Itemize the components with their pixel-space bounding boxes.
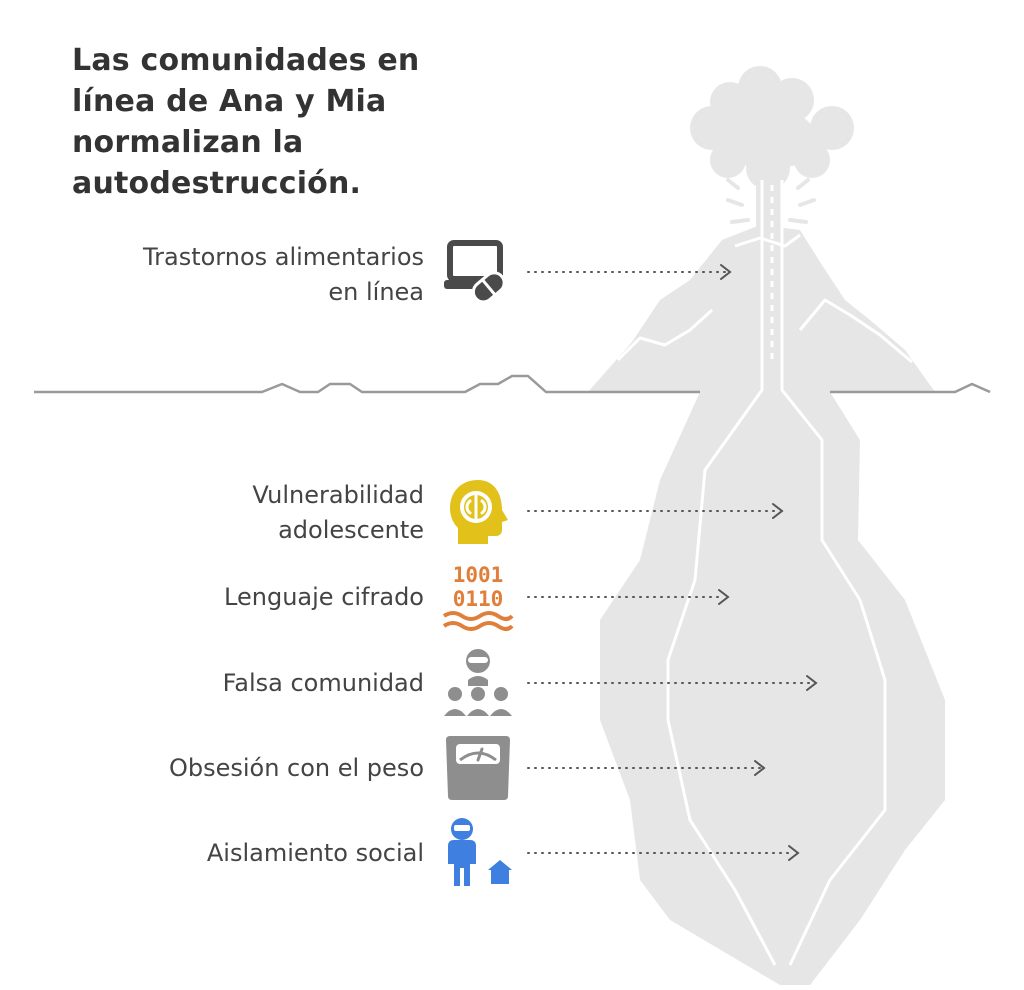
binary-code-bottom: 0110 bbox=[453, 587, 504, 611]
magma-conduit bbox=[666, 180, 887, 966]
eruption-sparks bbox=[726, 178, 816, 224]
binary-code-icon: 1001 0110 bbox=[442, 562, 514, 634]
mountain-ridges bbox=[616, 233, 913, 364]
label-trastornos: Trastornos alimentarios en línea bbox=[143, 240, 424, 310]
label-vulnerabilidad-line1: Vulnerabilidad bbox=[252, 481, 424, 509]
laptop-pill-icon bbox=[442, 238, 514, 310]
smoke-cloud-icon bbox=[690, 66, 854, 230]
arrow-falsa bbox=[527, 675, 818, 691]
arrow-aislamiento bbox=[527, 845, 800, 861]
label-vulnerabilidad-line2: adolescente bbox=[278, 516, 424, 544]
scale-icon bbox=[442, 732, 514, 804]
label-obsesion: Obsesión con el peso bbox=[168, 754, 424, 782]
head-brain-icon bbox=[442, 476, 514, 548]
binary-code-top: 1001 bbox=[453, 563, 504, 587]
label-lenguaje: Lenguaje cifrado bbox=[224, 583, 424, 611]
label-trastornos-line2: en línea bbox=[328, 278, 424, 306]
arrow-vulnerabilidad bbox=[527, 503, 784, 519]
masked-group-icon bbox=[442, 646, 514, 718]
volcano-underground bbox=[600, 392, 945, 985]
label-falsa: Falsa comunidad bbox=[222, 669, 424, 697]
isolated-person-icon bbox=[442, 816, 514, 888]
page-title: Las comunidades en línea de Ana y Mia no… bbox=[72, 43, 420, 201]
label-aislamiento: Aislamiento social bbox=[206, 839, 424, 867]
arrow-trastornos bbox=[527, 264, 732, 280]
label-trastornos-line1: Trastornos alimentarios bbox=[142, 243, 424, 271]
label-vulnerabilidad: Vulnerabilidad adolescente bbox=[252, 478, 424, 548]
arrow-obsesion bbox=[527, 760, 766, 776]
ground-line bbox=[34, 374, 700, 394]
arrow-lenguaje bbox=[527, 589, 730, 605]
ground-line-right bbox=[830, 382, 991, 394]
